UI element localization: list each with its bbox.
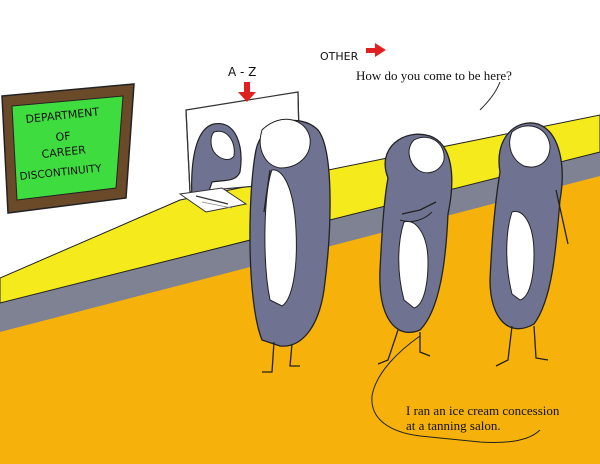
answer-text-line-1: I ran an ice cream concession	[406, 403, 560, 418]
sign-line-3: CAREER	[41, 143, 87, 161]
sign-board	[11, 95, 124, 201]
department-sign: DEPARTMENT OF CAREER DISCONTINUITY	[1, 83, 135, 214]
pen	[195, 195, 229, 205]
third-character	[489, 122, 569, 367]
a-z-label: A - Z	[228, 65, 256, 79]
answer-text-line-2: at a tanning salon.	[406, 418, 501, 433]
second-character	[377, 133, 453, 365]
question-text: How do you come to be here?	[356, 68, 512, 83]
other-label: OTHER	[320, 50, 359, 63]
down-arrow-icon	[238, 82, 256, 102]
first-character	[249, 118, 331, 373]
sign-line-2: OF	[55, 129, 71, 143]
right-arrow-icon	[366, 43, 386, 57]
clerk-character	[191, 123, 242, 201]
question-tail	[479, 81, 501, 111]
answer-tail	[371, 335, 541, 443]
